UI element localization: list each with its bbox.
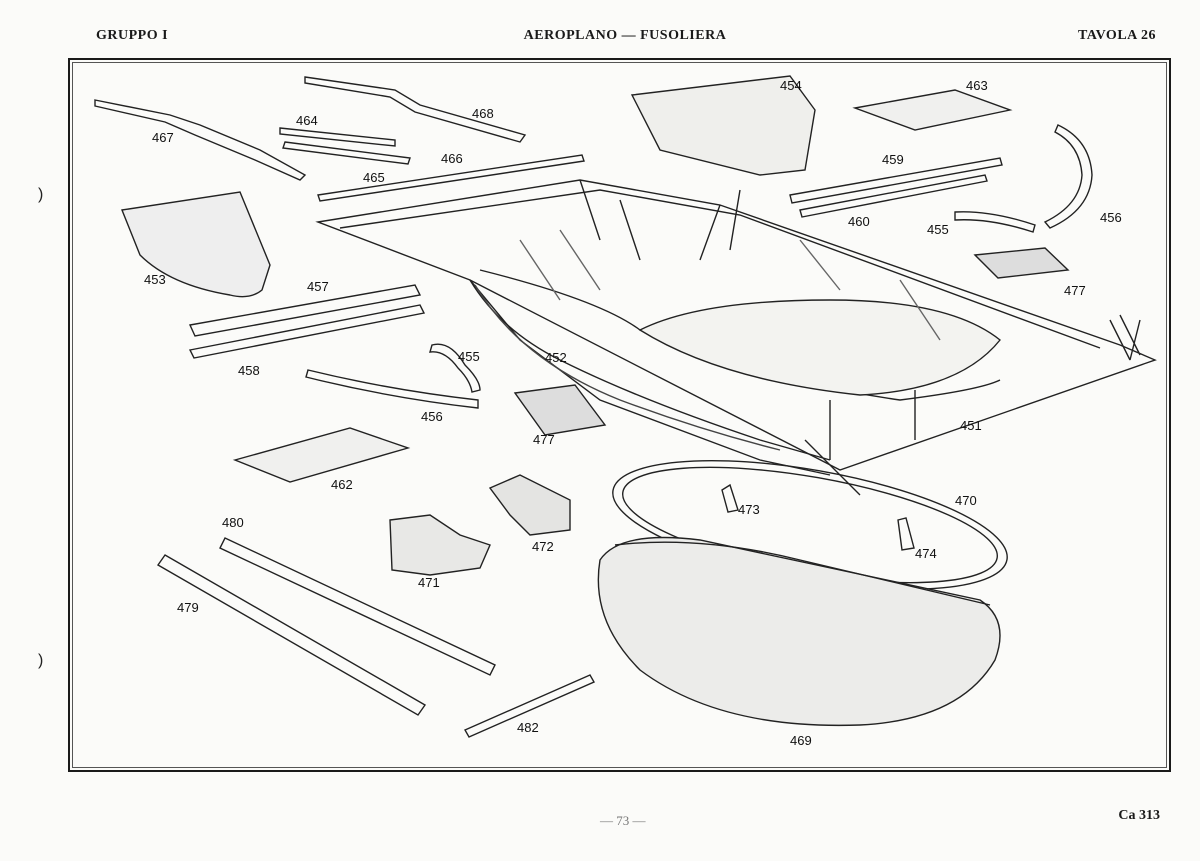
label-465: 465: [363, 170, 385, 185]
drawing-frame-inner: [72, 62, 1167, 768]
label-453: 453: [144, 272, 166, 287]
strip-456-lower: [305, 369, 479, 409]
rail-464: [279, 127, 396, 147]
header-title: AEROPLANO — FUSOLIERA: [523, 28, 727, 43]
header-plate: TAVOLA 26: [1078, 28, 1156, 43]
label-473: 473: [738, 502, 760, 517]
label-469: 469: [790, 733, 812, 748]
label-454: 454: [780, 78, 802, 93]
label-455-upper: 455: [927, 222, 949, 237]
panel-453: [121, 191, 271, 298]
plate-463: [852, 89, 1013, 131]
step-477-upper: [973, 247, 1070, 279]
beam-480: [219, 537, 496, 676]
label-467: 467: [152, 130, 174, 145]
label-462: 462: [331, 477, 353, 492]
label-464: 464: [296, 113, 318, 128]
label-468: 468: [472, 106, 494, 121]
label-477-upper: 477: [1064, 283, 1086, 298]
label-457: 457: [307, 279, 329, 294]
binding-mark: ): [38, 186, 44, 203]
label-459: 459: [882, 152, 904, 167]
label-456-lower: 456: [421, 409, 443, 424]
label-474: 474: [915, 546, 937, 561]
label-471: 471: [418, 575, 440, 590]
rail-457: [188, 284, 422, 337]
label-458: 458: [238, 363, 260, 378]
strip-455-upper: [954, 211, 1036, 233]
bracket-474: [897, 517, 915, 551]
label-451: 451: [960, 418, 982, 433]
label-460: 460: [848, 214, 870, 229]
page-number: — 73 —: [600, 813, 646, 828]
label-466: 466: [441, 151, 463, 166]
bracket-473: [721, 483, 739, 513]
fairing-471: [389, 514, 491, 576]
label-477-lower: 477: [533, 432, 555, 447]
binding-mark: ): [38, 652, 44, 669]
header-group: GRUPPO I: [96, 28, 169, 43]
tub-469: [597, 536, 1001, 727]
rail-458: [188, 304, 426, 359]
strip-456-upper: [1043, 124, 1093, 229]
fuselage-frame-451: [315, 179, 1157, 496]
strip-455-lower: [429, 343, 481, 393]
label-480: 480: [222, 515, 244, 530]
rail-459: [789, 157, 1003, 204]
document-code: Ca 313: [1118, 808, 1160, 823]
beam-479: [156, 554, 427, 716]
plate-462: [232, 427, 411, 483]
step-477-lower: [513, 384, 607, 436]
strip-468: [304, 76, 527, 143]
label-455-lower: 455: [458, 349, 480, 364]
label-452: 452: [545, 350, 567, 365]
label-472: 472: [532, 539, 554, 554]
strip-467: [94, 99, 307, 181]
skin-452: [474, 284, 781, 451]
panel-454: [630, 75, 816, 176]
label-463: 463: [966, 78, 988, 93]
drawing-frame: [68, 58, 1171, 772]
fairing-472: [488, 474, 571, 536]
label-479: 479: [177, 600, 199, 615]
rod-482: [464, 674, 595, 738]
rail-465: [282, 141, 411, 165]
label-456-upper: 456: [1100, 210, 1122, 225]
label-470: 470: [955, 493, 977, 508]
label-482: 482: [517, 720, 539, 735]
rail-466: [317, 154, 585, 202]
rail-460: [799, 174, 988, 218]
